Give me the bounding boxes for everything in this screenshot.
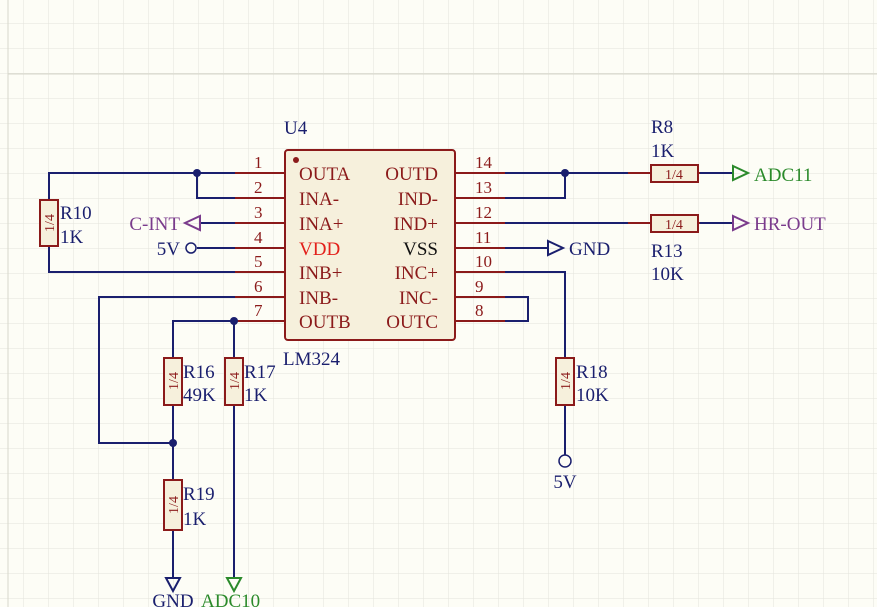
power-5v-bottom[interactable]: 5V — [553, 454, 577, 493]
resistor-r10[interactable]: 1/4 R10 1K — [39, 199, 92, 248]
pin-name-inc-minus: INC- — [399, 288, 438, 309]
ground-arrow-icon — [547, 239, 566, 257]
pin-name-outb: OUTB — [299, 312, 351, 333]
power-circle-icon — [185, 242, 197, 254]
r16-ref: R16 — [183, 362, 215, 383]
r17-body-label: 1/4 — [228, 372, 243, 390]
pin-name-inb-minus: INB- — [299, 288, 338, 309]
pin-name-ina-minus: INA- — [299, 189, 339, 210]
pin1-marker — [293, 157, 299, 163]
ic-ref: U4 — [284, 118, 308, 139]
net-label-c-int: C-INT — [129, 214, 180, 235]
resistor-r13[interactable]: 1/4 R13 10K — [628, 214, 700, 285]
resistor-r18[interactable]: 1/4 R18 10K — [555, 357, 609, 406]
pin-number-12: 12 — [475, 203, 492, 222]
ic-body — [284, 149, 456, 341]
port-arrow-icon — [225, 577, 243, 594]
net-label-hr-out: HR-OUT — [754, 214, 826, 235]
r16-body-label: 1/4 — [167, 372, 182, 390]
pin-name-inb-plus: INB+ — [299, 263, 342, 284]
r19-ref: R19 — [183, 484, 215, 505]
port-arrow-icon — [182, 214, 201, 232]
pin-number-2: 2 — [254, 178, 263, 197]
resistor-r8[interactable]: 1/4 R8 1K — [628, 117, 700, 183]
power-circle-icon — [558, 454, 572, 468]
pin-number-11: 11 — [475, 228, 491, 247]
r17-value: 1K — [244, 385, 268, 406]
pin-number-5: 5 — [254, 252, 263, 271]
net-label-5v-left: 5V — [157, 239, 181, 260]
r10-body-label: 1/4 — [43, 214, 58, 232]
r13-body-label: 1/4 — [665, 218, 683, 233]
pin-name-outd: OUTD — [385, 164, 438, 185]
pin-name-ind-plus: IND+ — [394, 214, 439, 235]
r8-body-label: 1/4 — [665, 168, 683, 183]
pin-number-4: 4 — [254, 228, 263, 247]
port-arrow-icon — [732, 214, 751, 232]
pin-name-vss: VSS — [403, 239, 438, 260]
net-label-5v-bottom: 5V — [553, 472, 577, 493]
pin-number-3: 3 — [254, 203, 263, 222]
net-port-adc11[interactable]: ADC11 — [732, 164, 812, 186]
r10-value: 1K — [60, 227, 84, 248]
pin-name-inc-plus: INC+ — [395, 263, 438, 284]
net-label-gnd-right: GND — [569, 239, 610, 260]
pin-name-outc: OUTC — [386, 312, 438, 333]
pin-name-vdd: VDD — [299, 239, 340, 260]
pin-number-7: 7 — [254, 301, 263, 320]
r18-value: 10K — [576, 385, 609, 406]
net-label-adc10: ADC10 — [201, 591, 260, 607]
junctions — [169, 169, 569, 447]
r19-value: 1K — [183, 509, 207, 530]
r18-ref: R18 — [576, 362, 608, 383]
pin-number-9: 9 — [475, 277, 484, 296]
pin-number-1: 1 — [254, 153, 263, 172]
ground-arrow-icon — [164, 577, 182, 594]
pin-number-13: 13 — [475, 178, 492, 197]
r10-ref: R10 — [60, 203, 92, 224]
ic-left-pin-lines — [235, 172, 285, 322]
r8-value: 1K — [651, 141, 675, 162]
junction-dot — [193, 169, 201, 177]
r17-ref: R17 — [244, 362, 276, 383]
r13-ref: R13 — [651, 241, 683, 262]
net-port-c-int[interactable]: C-INT — [129, 214, 201, 235]
pin-number-8: 8 — [475, 301, 484, 320]
ic-right-pin-lines — [455, 172, 505, 322]
junction-dot — [230, 317, 238, 325]
net-label-gnd-bottom: GND — [152, 591, 193, 607]
power-5v-left[interactable]: 5V — [157, 239, 197, 260]
pin-number-10: 10 — [475, 252, 492, 271]
junction-dot — [561, 169, 569, 177]
resistor-r17[interactable]: 1/4 R17 1K — [224, 357, 276, 406]
ic-part: LM324 — [283, 349, 341, 370]
pin-name-outa: OUTA — [299, 164, 351, 185]
r16-value: 49K — [183, 385, 216, 406]
power-gnd-right[interactable]: GND — [547, 239, 610, 260]
ic-u4[interactable]: U4 LM324 1 2 3 4 5 6 7 — [235, 118, 505, 370]
net-port-adc10[interactable]: ADC10 — [201, 577, 260, 607]
resistor-r16[interactable]: 1/4 R16 49K — [163, 357, 216, 406]
net-label-adc11: ADC11 — [754, 165, 812, 186]
r13-value: 10K — [651, 264, 684, 285]
resistor-r19[interactable]: 1/4 R19 1K — [163, 479, 215, 531]
pin-name-ind-minus: IND- — [398, 189, 438, 210]
pin-number-14: 14 — [475, 153, 493, 172]
r18-body-label: 1/4 — [559, 372, 574, 390]
junction-dot — [169, 439, 177, 447]
net-port-hr-out[interactable]: HR-OUT — [732, 214, 826, 235]
pin-number-6: 6 — [254, 277, 263, 296]
r8-ref: R8 — [651, 117, 673, 138]
pin-name-ina-plus: INA+ — [299, 214, 344, 235]
power-gnd-bottom[interactable]: GND — [152, 577, 194, 607]
port-arrow-icon — [732, 164, 751, 182]
r19-body-label: 1/4 — [167, 496, 182, 514]
